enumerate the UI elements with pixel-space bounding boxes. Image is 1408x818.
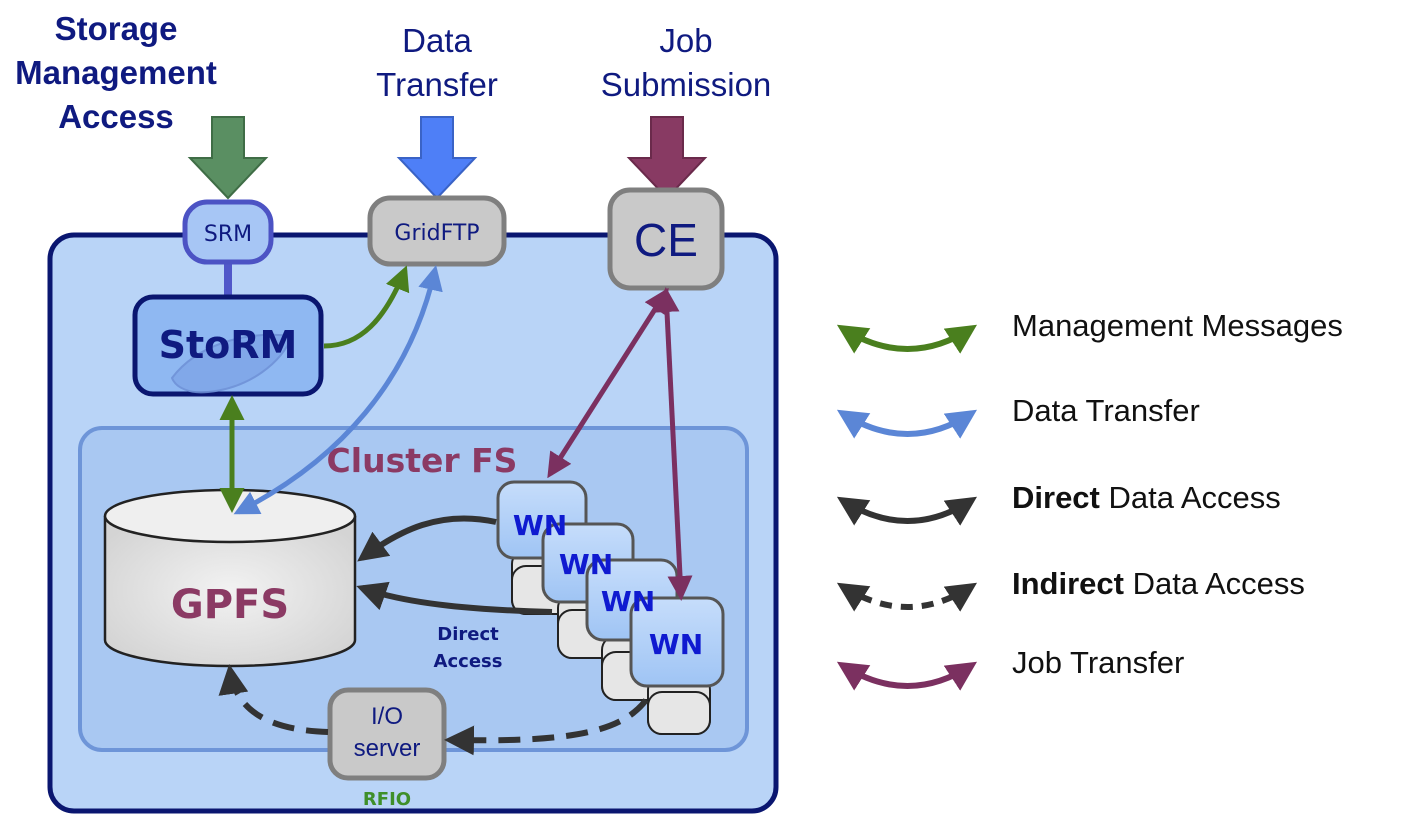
ce-wn4-job-arrow [654,287,693,601]
legend-direct-rest: Data Access [1100,480,1281,515]
rfio-label: RFIO [363,789,411,810]
legend-management-swatch [836,324,978,354]
storage-line1: Storage [55,10,178,47]
srm-box [182,199,274,265]
legend-job-label: Job Transfer [1012,645,1184,680]
io-server-box [327,687,447,781]
cluster-fs-label: Cluster FS [327,441,518,480]
gpfs-cylinder [103,488,357,668]
legend-transfer-swatch [836,409,978,439]
wn-label-1: WN [513,509,567,542]
storage-management-access-label: Storage Management Access [15,10,217,135]
transfer-line2: Transfer [376,66,498,103]
wn-label-3: WN [601,585,655,618]
legend-management-label: Management Messages [1012,308,1343,343]
io-gpfs-indirect-arrow [218,664,329,735]
storage-input-arrow [187,116,269,200]
wn1-gpfs-direct-arrow [357,515,497,562]
job-submission-input-label: Job Submission [601,22,772,103]
legend-indirect-label: Indirect Data Access [1012,566,1305,601]
legend-transfer-label: Data Transfer [1012,393,1200,428]
legend-direct-bold: Direct [1012,480,1100,515]
gpfs-label: GPFS [171,582,289,628]
legend-indirect-bold: Indirect [1012,566,1124,601]
wn-label-2: WN [559,548,613,581]
ce-label: CE [634,214,698,266]
storm-label: StoRM [159,323,298,367]
direct-access-line1: Direct [437,624,499,645]
gridftp-box [367,195,507,267]
transfer-input-arrow [396,116,478,200]
wn-stack-2 [541,522,635,659]
direct-access-line2: Access [434,651,503,672]
wn-stack-4 [629,596,725,735]
wn-label-4: WN [649,628,703,661]
legend-indirect-swatch [836,582,978,612]
gridftp-label: GridFTP [394,221,479,246]
io-line1: I/O [371,703,403,730]
wn-io-indirect-arrow [444,698,649,756]
job-input-arrow [626,116,708,200]
io-line2: server [354,735,421,762]
ce-wn1-job-arrow [547,287,669,479]
legend-job-swatch [836,661,978,691]
legend-indirect-rest: Data Access [1124,566,1305,601]
wn2-gpfs-direct-arrow [356,581,553,615]
job-line2: Submission [601,66,772,103]
srm-label: SRM [204,222,252,247]
legend-direct-label: Direct Data Access [1012,480,1281,515]
data-transfer-input-label: Data Transfer [376,22,498,103]
job-line1: Job [659,22,712,59]
storage-line3: Access [58,98,174,135]
gridftp-gpfs-transfer-arrow [233,265,443,515]
legend-direct-swatch [836,496,978,526]
storage-line2: Management [15,54,217,91]
transfer-line1: Data [402,22,472,59]
legend: Management Messages Data Transfer Direct… [836,308,1343,691]
